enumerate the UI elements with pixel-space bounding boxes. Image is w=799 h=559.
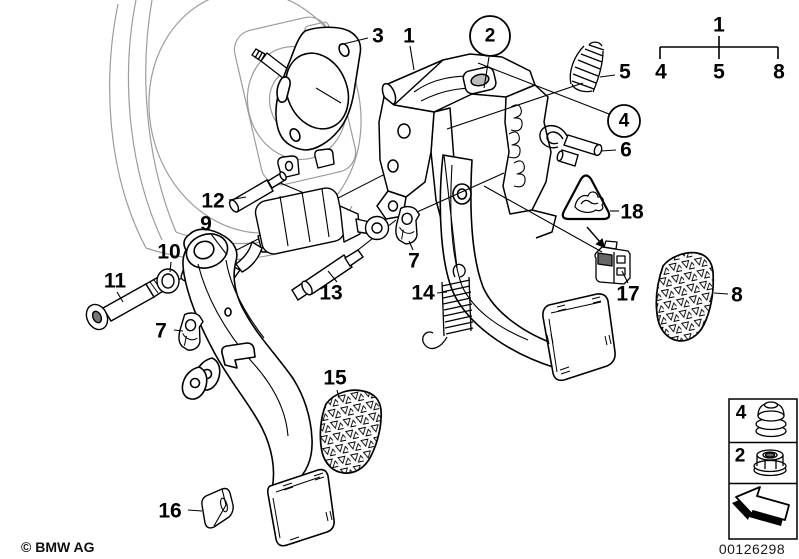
document-number: 00126298: [718, 541, 786, 557]
clip-7-right: [395, 205, 421, 245]
clutch-master-cylinder: [221, 148, 390, 286]
callout-9-clutch-pedal: 9: [200, 212, 212, 236]
callout-17-switch: 17: [616, 282, 640, 306]
legend-tree-root: 1: [713, 13, 725, 37]
legend-tree-leaf-8: 8: [773, 60, 785, 84]
callout-6-pin-hook: 6: [620, 138, 632, 162]
warning-triangle-icon: [561, 174, 611, 221]
clutch-pedal: [181, 228, 313, 490]
legend-box-label-2: 2: [734, 445, 746, 467]
pin-13: [291, 249, 364, 301]
callout-2-nut: 2: [484, 25, 496, 47]
callout-1-pedal-bracket: 1: [403, 24, 415, 48]
callout-circle-2: [469, 15, 511, 57]
copyright-notice: © BMW AG: [21, 539, 95, 555]
pin-12: [228, 171, 287, 213]
leader-lines: [116, 37, 729, 512]
legend-tree-lines: [659, 36, 779, 59]
return-spring-14: [422, 263, 474, 350]
flange-nut-icon: [753, 449, 787, 477]
gasket: [275, 26, 362, 151]
booster-stud: [251, 48, 290, 79]
callout-12-pin: 12: [201, 189, 225, 213]
clip-7-left: [178, 312, 204, 351]
callout-7-clip-right: 7: [408, 249, 420, 273]
callout-10-bushing: 10: [157, 240, 181, 264]
callout-circle-4: [607, 104, 641, 138]
callout-11-pivot-bolt: 11: [103, 269, 127, 293]
callout-4-buffer: 4: [618, 110, 630, 132]
legend-tree-leaf-4: 4: [655, 60, 667, 84]
callout-13-pin: 13: [319, 281, 343, 305]
clutch-pedal-plate: [266, 468, 335, 547]
pin-6: [539, 124, 603, 167]
warning-arrow: [586, 226, 606, 249]
callout-5-spring: 5: [619, 60, 631, 84]
callout-15-clutch-pad: 15: [323, 366, 347, 390]
legend-box-label-4: 4: [735, 402, 747, 424]
clutch-pedal-pad-15: [319, 389, 382, 474]
direction-arrow-icon: [732, 486, 790, 526]
callout-14-return-spring: 14: [411, 281, 435, 305]
callout-18-warning: 18: [620, 200, 644, 224]
rubber-buffer-icon: [755, 401, 787, 438]
callout-8-brake-pad: 8: [731, 283, 743, 307]
callout-16-stop-buffer: 16: [158, 499, 182, 523]
switch-connector-17: [594, 240, 631, 285]
spring-5: [569, 41, 605, 93]
brake-pedal-plate: [542, 293, 616, 382]
callout-7-clip-left: 7: [155, 319, 167, 343]
brake-pedal-pad-8: [655, 251, 715, 342]
stop-buffer-16: [201, 487, 234, 529]
legend-tree-leaf-5: 5: [713, 60, 725, 84]
callout-3-gasket: 3: [372, 24, 384, 48]
